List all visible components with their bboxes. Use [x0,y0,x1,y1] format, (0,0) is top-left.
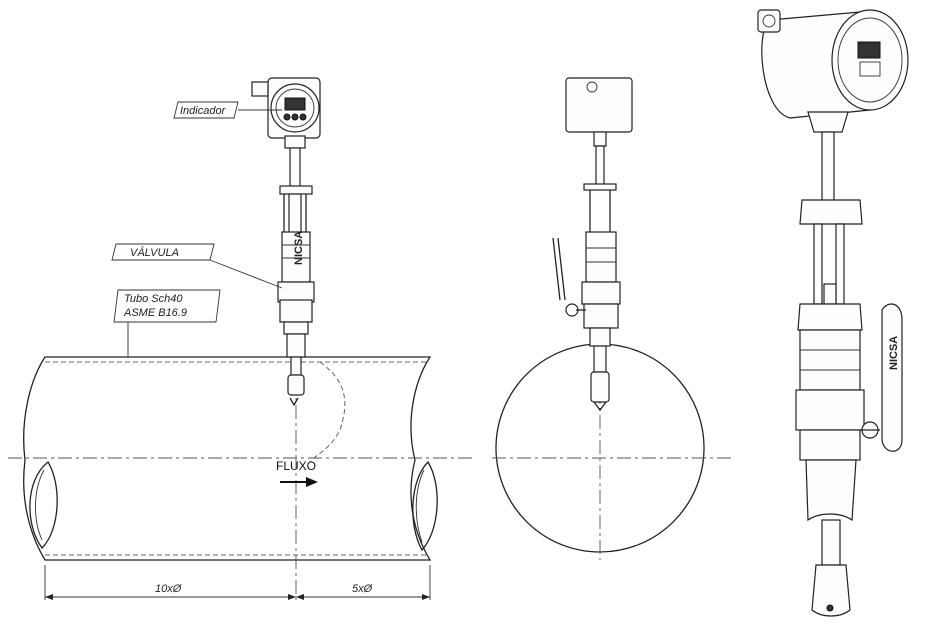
pipe-inner-wall [45,361,428,556]
svg-text:ASME B16.9: ASME B16.9 [123,307,187,319]
callout-tubo: Tubo Sch40 ASME B16.9 [113,289,221,357]
pipe-cut-left [29,461,58,549]
pipe-cut-right [412,460,438,552]
pipe-outline [23,356,432,561]
flow-arrow-icon [306,477,318,487]
brand-label: NICSA [888,336,900,370]
flow-profile [309,361,346,463]
transmitter-3d-view: NICSA [757,9,909,617]
flow-label: FLUXO [276,459,316,473]
pipe-side-view: FLUXO 10xØ 5xØ [8,77,475,600]
callout-indicador: Indicador [173,101,282,119]
svg-text:VÁLVULA: VÁLVULA [130,246,179,259]
dim-downstream-label: 5xØ [352,583,374,595]
pipe-section-view [492,77,735,560]
svg-text:NICSA: NICSA [293,231,305,265]
svg-text:Indicador: Indicador [180,105,227,117]
svg-text:Tubo Sch40: Tubo Sch40 [124,293,183,305]
callout-valvula: VÁLVULA [111,243,283,289]
sensor-assembly-left: NICSA [251,77,321,407]
dim-upstream-label: 10xØ [155,583,183,595]
